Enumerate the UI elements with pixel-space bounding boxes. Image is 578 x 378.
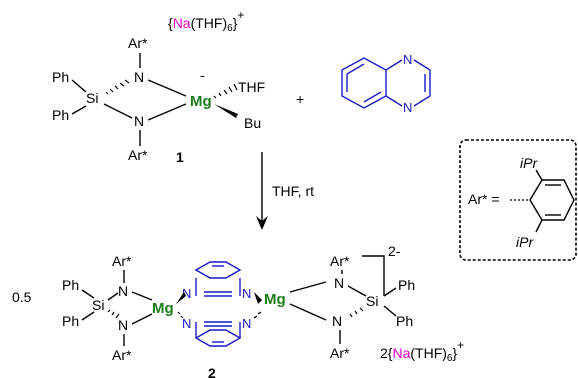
left-bond-n-mg-bottom — [131, 313, 153, 325]
legend-ipr-bottom: iPr — [516, 234, 534, 250]
pyr-bond-4 — [413, 95, 431, 107]
left-n-bottom: N — [118, 317, 128, 333]
quinoxaline-n-top: N — [403, 52, 412, 67]
plus-sign: + — [296, 91, 304, 107]
bond-n-mg-bottom — [147, 103, 187, 121]
bridge-n1: N — [182, 286, 191, 301]
bridge-n4: N — [242, 316, 251, 331]
legend-ipr-bond-top — [535, 169, 543, 181]
compound-number-1: 1 — [176, 149, 184, 165]
bridge-benzo-top — [194, 261, 242, 279]
benzo-db-3 — [363, 91, 382, 103]
right-mg: Mg — [264, 291, 286, 308]
right-bond-n-si-bottom — [349, 307, 364, 318]
legend-ar-label: Ar* = — [468, 191, 500, 207]
bond-leftmg-n3 — [177, 311, 184, 319]
bridging-quinoxaline-bottom — [194, 321, 242, 347]
bond-mg-thf — [213, 83, 238, 99]
left-ph-top: Ph — [62, 277, 79, 293]
reactant-si: Si — [86, 90, 98, 106]
pyr-bond-2 — [413, 59, 431, 71]
right-si: Si — [366, 293, 378, 309]
left-bond-ph-si-top — [81, 289, 95, 299]
left-aryl-top: Ar* — [112, 253, 132, 269]
compound-number-2: 2 — [208, 365, 216, 378]
product-2: 0.5 Ar* N Ph Ph Si N Ar* Mg N — [12, 243, 464, 378]
legend-ipr-top: iPr — [520, 155, 538, 171]
reactant-aryl-top: Ar* — [128, 35, 148, 51]
reactant-n-top: N — [134, 69, 144, 85]
legend-benzene — [529, 179, 575, 221]
bond-rightmg-n4 — [253, 311, 262, 319]
left-n-top: N — [118, 283, 128, 299]
reactant-aryl-bottom: Ar* — [128, 147, 148, 163]
left-ph-bottom: Ph — [62, 313, 79, 329]
pyr-bond-1 — [385, 59, 403, 71]
charge-bracket — [362, 255, 385, 296]
bond-n-mg-top — [147, 79, 187, 97]
quinoxaline-n-bottom: N — [403, 100, 412, 115]
right-bond-si-ph-bottom — [383, 305, 397, 317]
legend-dashed-box — [459, 139, 577, 261]
reaction-conditions: THF, rt — [272, 183, 314, 199]
right-ph-top: Ph — [398, 277, 415, 293]
pyr-bond-5 — [385, 95, 403, 107]
product-counterion: 2{Na(THF)6}+ — [380, 338, 464, 364]
right-bond-si-ph-top — [383, 287, 397, 297]
left-si: Si — [92, 297, 104, 313]
reactant-counterion: {Na(THF)6}+ — [168, 8, 244, 34]
bridge-n2: N — [242, 286, 251, 301]
left-bond-ph-si-bottom — [81, 311, 95, 321]
right-n-bottom: N — [332, 313, 342, 329]
benzo-ring — [341, 57, 387, 109]
right-n-top: N — [334, 275, 344, 291]
right-bond-n-si-top — [347, 285, 367, 297]
bond-si-n-bottom — [103, 103, 133, 119]
right-ph-bottom: Ph — [396, 313, 413, 329]
reactant-ph-bottom: Ph — [52, 107, 69, 123]
bridging-quinoxaline-top — [194, 261, 242, 297]
reactant-n-bottom: N — [134, 113, 144, 129]
reactant-ph-top: Ph — [52, 69, 69, 85]
left-bond-si-n-bottom — [107, 309, 120, 319]
reactant-mg: Mg — [190, 93, 212, 110]
right-aryl-top: Ar* — [330, 253, 350, 269]
bridge-benzo-bottom — [194, 329, 242, 347]
product-charge: 2- — [388, 243, 401, 259]
right-bond-mg-n-top — [289, 281, 327, 293]
bond-ph-si-top — [71, 79, 87, 93]
left-bond-si-n-top — [107, 292, 119, 301]
legend-ipr-bond-bottom — [535, 219, 543, 233]
aryl-legend: Ar* = iPr iPr — [459, 139, 577, 261]
bond-mg-bu — [214, 104, 238, 118]
right-aryl-bottom: Ar* — [330, 345, 350, 361]
reactant-1: {Na(THF)6}+ Ar* N Ph Ph Si N Ar* Mg - — [52, 8, 265, 165]
quinoxaline-reagent: N N — [341, 52, 431, 115]
bond-leftmg-n1 — [176, 292, 186, 304]
left-mg: Mg — [152, 300, 174, 317]
reaction-arrow — [256, 152, 268, 230]
benzo-db-1 — [346, 63, 365, 75]
reactant-bu: Bu — [244, 115, 261, 131]
reactant-thf: THF — [238, 79, 265, 95]
bond-si-n-top — [105, 79, 130, 95]
bond-rightmg-n2 — [254, 292, 262, 304]
product-coefficient: 0.5 — [12, 289, 32, 305]
left-bond-n-mg-top — [131, 291, 153, 301]
left-aryl-bottom: Ar* — [112, 347, 132, 363]
bond-ph-si-bottom — [71, 105, 87, 115]
reactant-anion-charge: - — [200, 67, 205, 83]
bridge-n3: N — [182, 316, 191, 331]
right-bond-mg-n-bottom — [289, 303, 327, 321]
